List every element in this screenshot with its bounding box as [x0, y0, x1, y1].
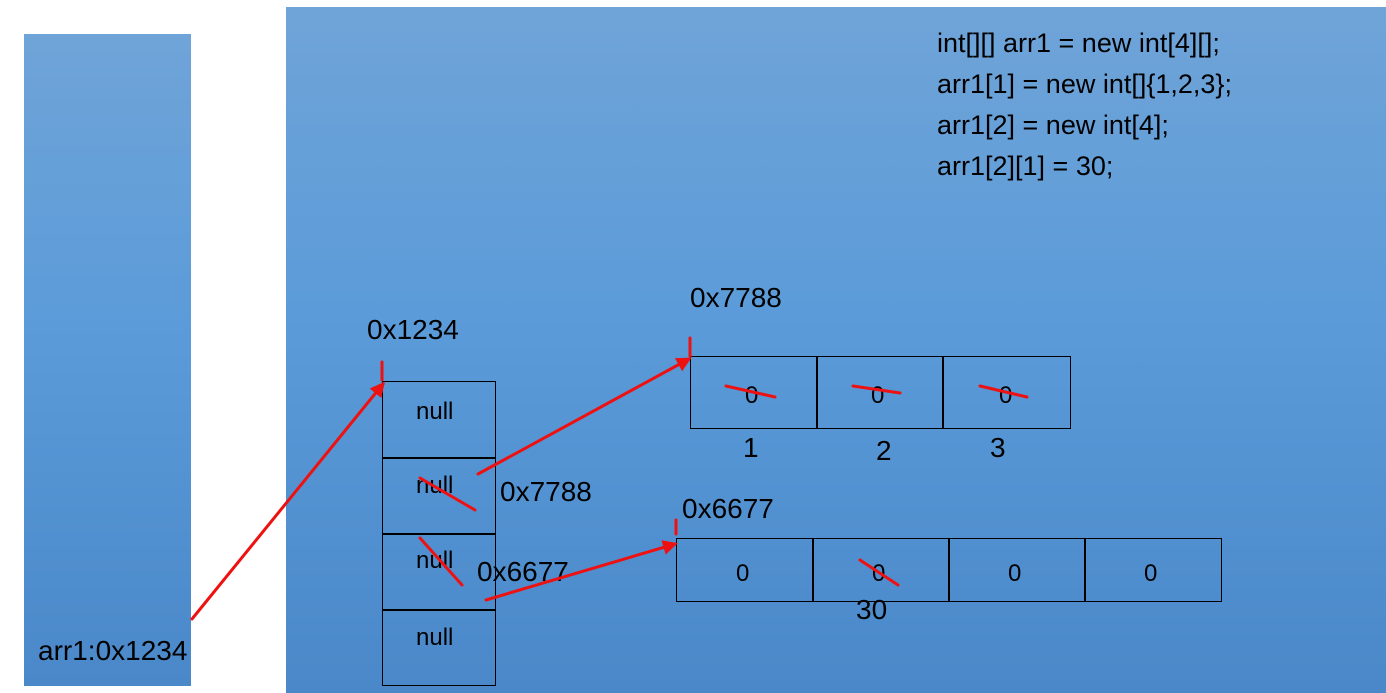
code-line: arr1[2][1] = 30;	[937, 151, 1114, 181]
array-7788-cell-value: 0	[999, 382, 1013, 409]
code-line: int[][] arr1 = new int[4][];	[937, 28, 1220, 58]
outer-array-cell	[382, 609, 496, 686]
array-6677-cell-value: 0	[736, 560, 750, 587]
arrow-cell1-to-7788	[476, 357, 692, 476]
outer-cell-value: null	[416, 624, 454, 651]
strike-7788-cell1	[851, 384, 902, 395]
array-6677-address: 0x6677	[682, 493, 774, 524]
code-line: arr1[2] = new int[4];	[937, 110, 1169, 140]
array-7788-cell	[816, 356, 944, 429]
array-7788-new-value: 3	[990, 432, 1006, 463]
array-6677-cell	[676, 538, 814, 602]
array-6677-cell	[812, 538, 950, 602]
outer-array-address: 0x1234	[367, 314, 459, 345]
array-7788-new-value: 2	[876, 435, 892, 466]
outer-array-cell	[382, 533, 496, 611]
outer-cell-value: null	[416, 398, 454, 425]
outer-array-cell	[382, 457, 496, 535]
array-7788-cell	[690, 356, 818, 429]
strike-outer-cell2	[418, 536, 464, 587]
array-6677-cell-value: 0	[1008, 560, 1022, 587]
outer-array-cell	[382, 381, 496, 459]
code-line: arr1[1] = new int[]{1,2,3};	[937, 69, 1232, 99]
cell-annotation: 0x7788	[500, 476, 592, 507]
strike-7788-cell0	[724, 384, 777, 399]
array-7788-cell	[942, 356, 1071, 429]
stack-panel	[24, 34, 191, 686]
array-7788-address: 0x7788	[690, 282, 782, 313]
array-6677-cell	[1084, 538, 1222, 602]
arrow-cell2-to-6677	[484, 540, 678, 602]
array-6677-cell-value: 0	[1144, 560, 1158, 587]
strike-7788-cell2	[978, 384, 1029, 399]
strike-outer-cell1	[418, 476, 477, 512]
array-6677-cell	[948, 538, 1086, 602]
array-6677-new-value: 30	[856, 594, 888, 625]
arrow-stack-to-outer	[190, 381, 385, 621]
array-7788-new-value: 1	[743, 432, 759, 463]
heap-panel	[286, 7, 1386, 693]
stack-variable-label: arr1:0x1234	[38, 635, 188, 666]
strike-6677-cell1	[858, 558, 900, 587]
